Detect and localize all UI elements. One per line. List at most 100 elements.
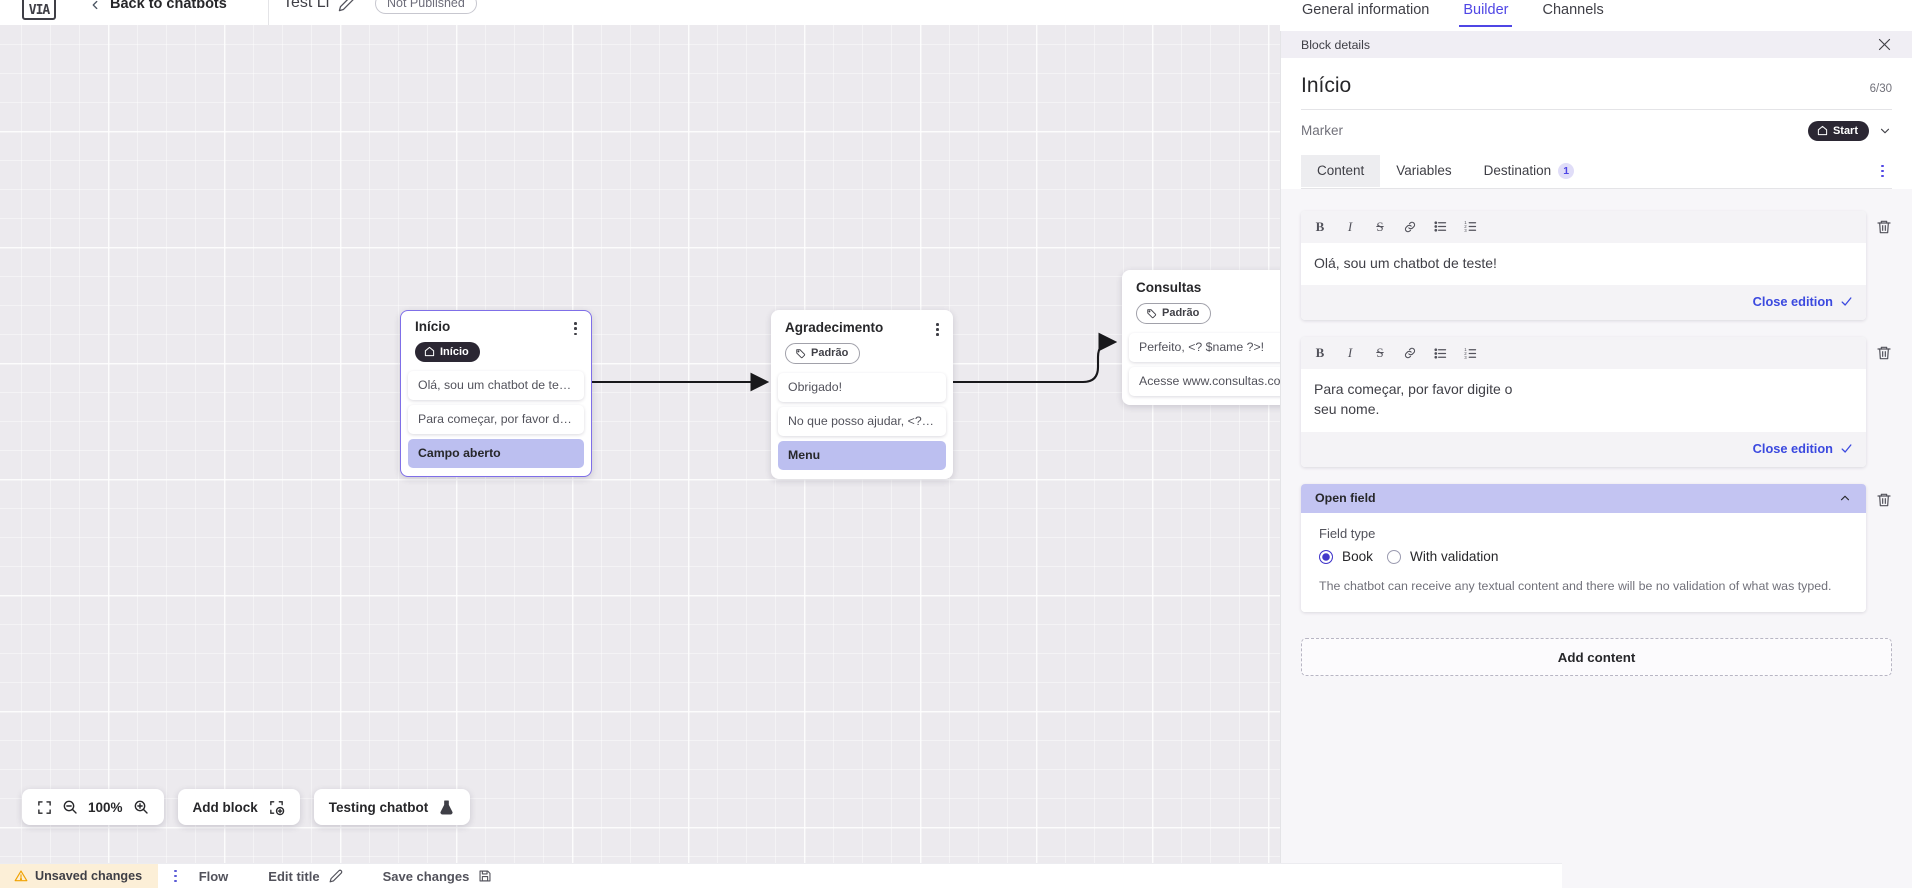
tab-general-information[interactable]: General information (1302, 2, 1430, 18)
home-icon (1817, 125, 1828, 136)
chatbot-title: Test Li (283, 0, 330, 11)
node-row[interactable]: Olá, sou um chatbot de teste! (408, 371, 584, 401)
bold-icon[interactable]: B (1315, 345, 1325, 361)
bullet-list-icon[interactable] (1427, 342, 1453, 364)
edit-title-button[interactable]: Edit title (268, 869, 342, 884)
flow-node-agradecimento[interactable]: Agradecimento Padrão Obrigado! No que po… (771, 310, 953, 480)
marker-label: Marker (1301, 123, 1344, 139)
tab-destination[interactable]: Destination 1 (1468, 155, 1591, 188)
node-menu-icon[interactable] (936, 320, 939, 336)
radio-option-with-validation[interactable]: With validation (1386, 549, 1498, 564)
editor-text[interactable]: Olá, sou um chatbot de teste! (1301, 242, 1866, 286)
tab-variables-label: Variables (1396, 163, 1452, 178)
zoom-in-icon[interactable] (133, 799, 149, 815)
pencil-icon[interactable] (338, 0, 355, 12)
home-icon (424, 346, 435, 357)
fit-screen-icon[interactable] (37, 800, 52, 815)
block-title-row: Início 6/30 (1301, 74, 1892, 98)
add-content-button[interactable]: Add content (1301, 638, 1892, 677)
trash-icon[interactable] (1876, 337, 1892, 361)
save-changes-button[interactable]: Save changes (383, 869, 493, 884)
chevron-down-icon[interactable] (1878, 124, 1892, 138)
radio-icon[interactable] (1319, 549, 1333, 564)
tab-channels[interactable]: Channels (1542, 2, 1604, 18)
svg-text:3: 3 (1464, 355, 1467, 360)
node-row[interactable]: Campo aberto (408, 439, 584, 469)
node-row[interactable]: Menu (778, 441, 946, 471)
char-counter: 6/30 (1869, 83, 1892, 95)
node-badge-row: Início (401, 335, 591, 362)
chevron-up-icon[interactable] (1838, 491, 1852, 505)
editor-footer: Close edition (1301, 432, 1866, 468)
save-icon (478, 869, 492, 883)
divider (268, 0, 269, 25)
flow-node-inicio[interactable]: Início Início Olá, sou um chatbot de tes… (400, 310, 592, 477)
node-row[interactable]: Obrigado! (778, 373, 946, 403)
node-title: Agradecimento (785, 320, 884, 335)
panel-more-icon[interactable] (1861, 164, 1892, 178)
check-icon (1840, 442, 1853, 455)
node-marker-badge: Início (415, 342, 480, 362)
testing-chatbot-label: Testing chatbot (328, 799, 429, 815)
link-icon[interactable] (1397, 216, 1423, 238)
marker-badge[interactable]: Start (1807, 121, 1869, 141)
tab-content[interactable]: Content (1301, 155, 1381, 187)
bullet-list-icon[interactable] (1427, 216, 1453, 238)
zoom-out-icon[interactable] (62, 799, 78, 815)
close-edition-button[interactable]: Close edition (1753, 294, 1853, 309)
svg-text:1: 1 (1464, 220, 1467, 225)
divider (1301, 109, 1892, 110)
open-field-header[interactable]: Open field (1301, 484, 1866, 514)
destination-count-badge: 1 (1558, 162, 1575, 179)
close-icon[interactable] (1877, 37, 1892, 52)
open-field-card[interactable]: Open field Field type Book Wi (1301, 484, 1866, 613)
node-menu-icon[interactable] (574, 319, 577, 336)
svg-text:2: 2 (1464, 224, 1467, 229)
back-to-chatbots-link[interactable]: Back to chatbots (110, 0, 227, 12)
zoom-controls[interactable]: 100% (22, 789, 164, 825)
node-row[interactable]: Para começar, por favor digite o ... (408, 405, 584, 435)
zoom-level: 100% (88, 799, 123, 815)
bold-icon[interactable]: B (1315, 218, 1325, 234)
editor-footer: Close edition (1301, 285, 1866, 321)
radio-icon[interactable] (1386, 549, 1401, 564)
add-block-button[interactable]: Add block (177, 789, 300, 825)
unsaved-changes-indicator: Unsaved changes (0, 863, 159, 888)
close-edition-button[interactable]: Close edition (1753, 441, 1853, 456)
status-more-icon[interactable] (174, 869, 177, 883)
editor-text[interactable]: Para começar, por favor digite o seu nom… (1301, 369, 1551, 433)
node-title: Início (415, 319, 451, 335)
marker-select[interactable]: Start (1807, 121, 1892, 141)
block-details-panel: Block details Início 6/30 Marker Start (1280, 31, 1912, 888)
radio-option-book[interactable]: Book (1319, 549, 1373, 564)
trash-icon[interactable] (1876, 484, 1892, 508)
strikethrough-icon[interactable]: S (1376, 345, 1384, 361)
node-header: Agradecimento (771, 320, 953, 336)
italic-icon[interactable]: I (1347, 218, 1353, 234)
trash-icon[interactable] (1876, 211, 1892, 235)
flow-button[interactable]: Flow (199, 869, 229, 884)
open-field-body: Field type Book With validation The chat… (1301, 513, 1866, 613)
node-row[interactable]: Acesse www.consultas.com par... (1129, 367, 1305, 397)
node-row[interactable]: No que posso ajudar, <? $name ... (778, 407, 946, 437)
node-row[interactable]: Perfeito, <? $name ?>! (1129, 333, 1305, 363)
brand-logo-icon[interactable]: VIA (22, 0, 56, 20)
tab-variables[interactable]: Variables (1380, 155, 1467, 187)
chevron-left-icon[interactable] (88, 0, 102, 12)
strikethrough-icon[interactable]: S (1376, 218, 1384, 234)
marker-row: Marker Start (1301, 110, 1892, 141)
link-icon[interactable] (1397, 342, 1423, 364)
italic-icon[interactable]: I (1347, 345, 1353, 361)
content-item-open-field: Open field Field type Book Wi (1301, 484, 1892, 613)
canvas-toolbar: 100% Add block Testing chatbot (22, 789, 471, 825)
node-header: Início (401, 319, 591, 336)
radio-option-book-label: Book (1342, 549, 1373, 565)
tab-builder[interactable]: Builder (1459, 2, 1513, 27)
warning-triangle-icon (14, 869, 28, 883)
testing-chatbot-button[interactable]: Testing chatbot (313, 789, 471, 825)
